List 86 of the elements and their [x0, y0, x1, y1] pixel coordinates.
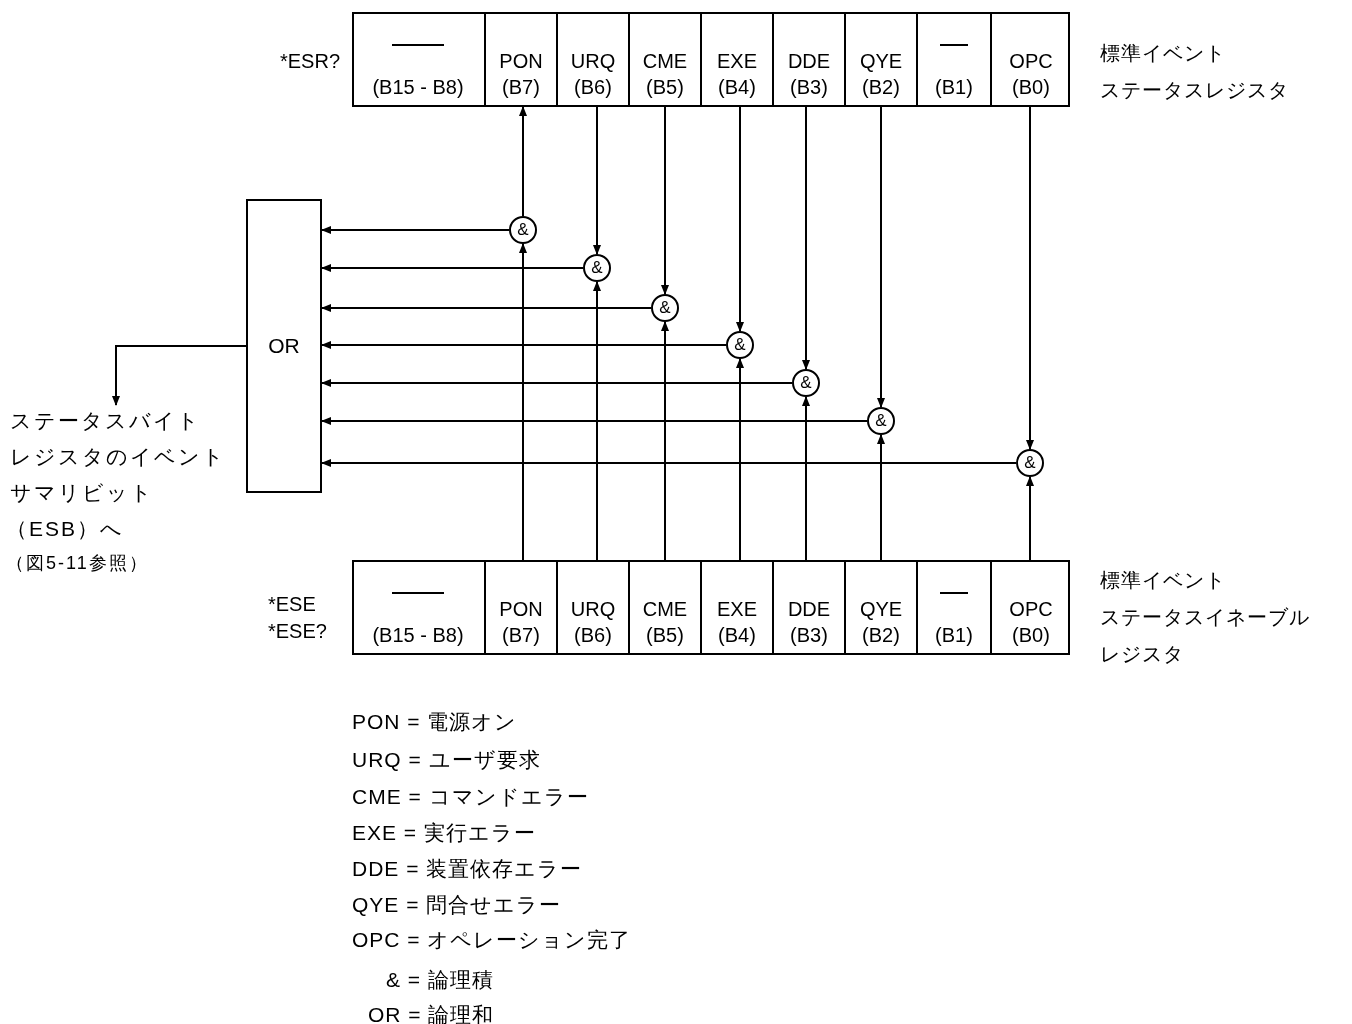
arrow: [519, 106, 527, 217]
arrow: [112, 345, 247, 406]
arrow: [661, 321, 669, 561]
arrow: [1026, 106, 1034, 450]
command-label: *ESR?: [279, 50, 340, 73]
legend-text: DDE = 装置依存エラー: [352, 856, 583, 882]
destination-text: （図5-11参照）: [6, 552, 150, 575]
and-gate: &: [651, 294, 679, 322]
bit-name: QYE: [858, 50, 904, 73]
bit-number: (B4): [717, 624, 757, 647]
bit-number: (B7): [501, 76, 541, 99]
arrow: [593, 106, 601, 255]
and-gate: &: [726, 331, 754, 359]
bit-number: (B2): [861, 624, 901, 647]
bit-number: (B1): [934, 624, 974, 647]
and-gate: &: [867, 407, 895, 435]
bit-name: PON: [498, 598, 544, 621]
bit-number: (B2): [861, 76, 901, 99]
arrow: [321, 417, 868, 425]
arrow: [736, 106, 744, 332]
bit-name: DDE: [786, 50, 832, 73]
arrow: [321, 459, 1017, 467]
arrow: [736, 358, 744, 561]
arrow: [321, 264, 584, 272]
bit-name: URQ: [569, 50, 617, 73]
arrow: [877, 106, 885, 408]
bit-number: (B1): [934, 76, 974, 99]
arrow: [661, 106, 669, 295]
bit-number: (B0): [1011, 76, 1051, 99]
command-label: *ESE: [268, 593, 316, 616]
legend-text: & = 論理積: [386, 967, 494, 993]
and-gate: &: [1016, 449, 1044, 477]
arrow: [519, 243, 527, 561]
legend-text: PON = 電源オン: [352, 709, 518, 735]
bit-number: (B5): [645, 624, 685, 647]
and-gate: &: [583, 254, 611, 282]
destination-text: サマリビット: [10, 480, 155, 506]
legend-text: EXE = 実行エラー: [352, 820, 536, 846]
bit-number: (B3): [789, 76, 829, 99]
bit-name: URQ: [569, 598, 617, 621]
bit-name: EXE: [716, 598, 758, 621]
bit-name: QYE: [858, 598, 904, 621]
register-title: レジスタ: [1100, 642, 1184, 667]
legend-text: CME = コマンドエラー: [352, 784, 589, 810]
register-title: 標準イベント: [1100, 568, 1226, 593]
arrow: [321, 226, 510, 234]
bit-number: (B6): [573, 76, 613, 99]
arrow: [877, 434, 885, 561]
register-title: ステータスイネーブル: [1100, 605, 1310, 630]
legend-text: OPC = オペレーション完了: [352, 927, 632, 953]
legend-text: QYE = 問合せエラー: [352, 892, 562, 918]
bit-name: CME: [641, 50, 689, 73]
arrow: [802, 106, 810, 370]
and-gate: &: [509, 216, 537, 244]
or-gate-box: OR: [246, 199, 322, 493]
bit-name: DDE: [786, 598, 832, 621]
bit-number: (B7): [501, 624, 541, 647]
legend-text: URQ = ユーザ要求: [352, 747, 541, 773]
bit-name: OPC: [1008, 598, 1054, 621]
bit-name: CME: [641, 598, 689, 621]
arrow: [1026, 476, 1034, 561]
bit-number: (B15 - B8): [371, 624, 465, 647]
destination-text: レジスタのイベント: [10, 444, 227, 470]
bit-number: (B4): [717, 76, 757, 99]
bit-number: (B5): [645, 76, 685, 99]
register-title: ステータスレジスタ: [1100, 78, 1289, 103]
arrow: [802, 396, 810, 561]
bit-number: (B15 - B8): [371, 76, 465, 99]
arrow: [321, 341, 727, 349]
destination-text: ステータスバイト: [10, 408, 202, 434]
bit-number: (B0): [1011, 624, 1051, 647]
command-label: *ESE?: [268, 620, 327, 643]
bit-name: OPC: [1008, 50, 1054, 73]
destination-text: （ESB）へ: [6, 516, 126, 542]
register-title: 標準イベント: [1100, 41, 1226, 66]
arrow: [321, 304, 652, 312]
and-gate: &: [792, 369, 820, 397]
bit-number: (B6): [573, 624, 613, 647]
bit-number: (B3): [789, 624, 829, 647]
register-box: [352, 12, 1070, 107]
legend-text: OR = 論理和: [368, 1002, 495, 1024]
bit-name: EXE: [716, 50, 758, 73]
bit-name: PON: [498, 50, 544, 73]
arrow: [593, 281, 601, 561]
arrow: [321, 379, 793, 387]
register-box: [352, 560, 1070, 655]
